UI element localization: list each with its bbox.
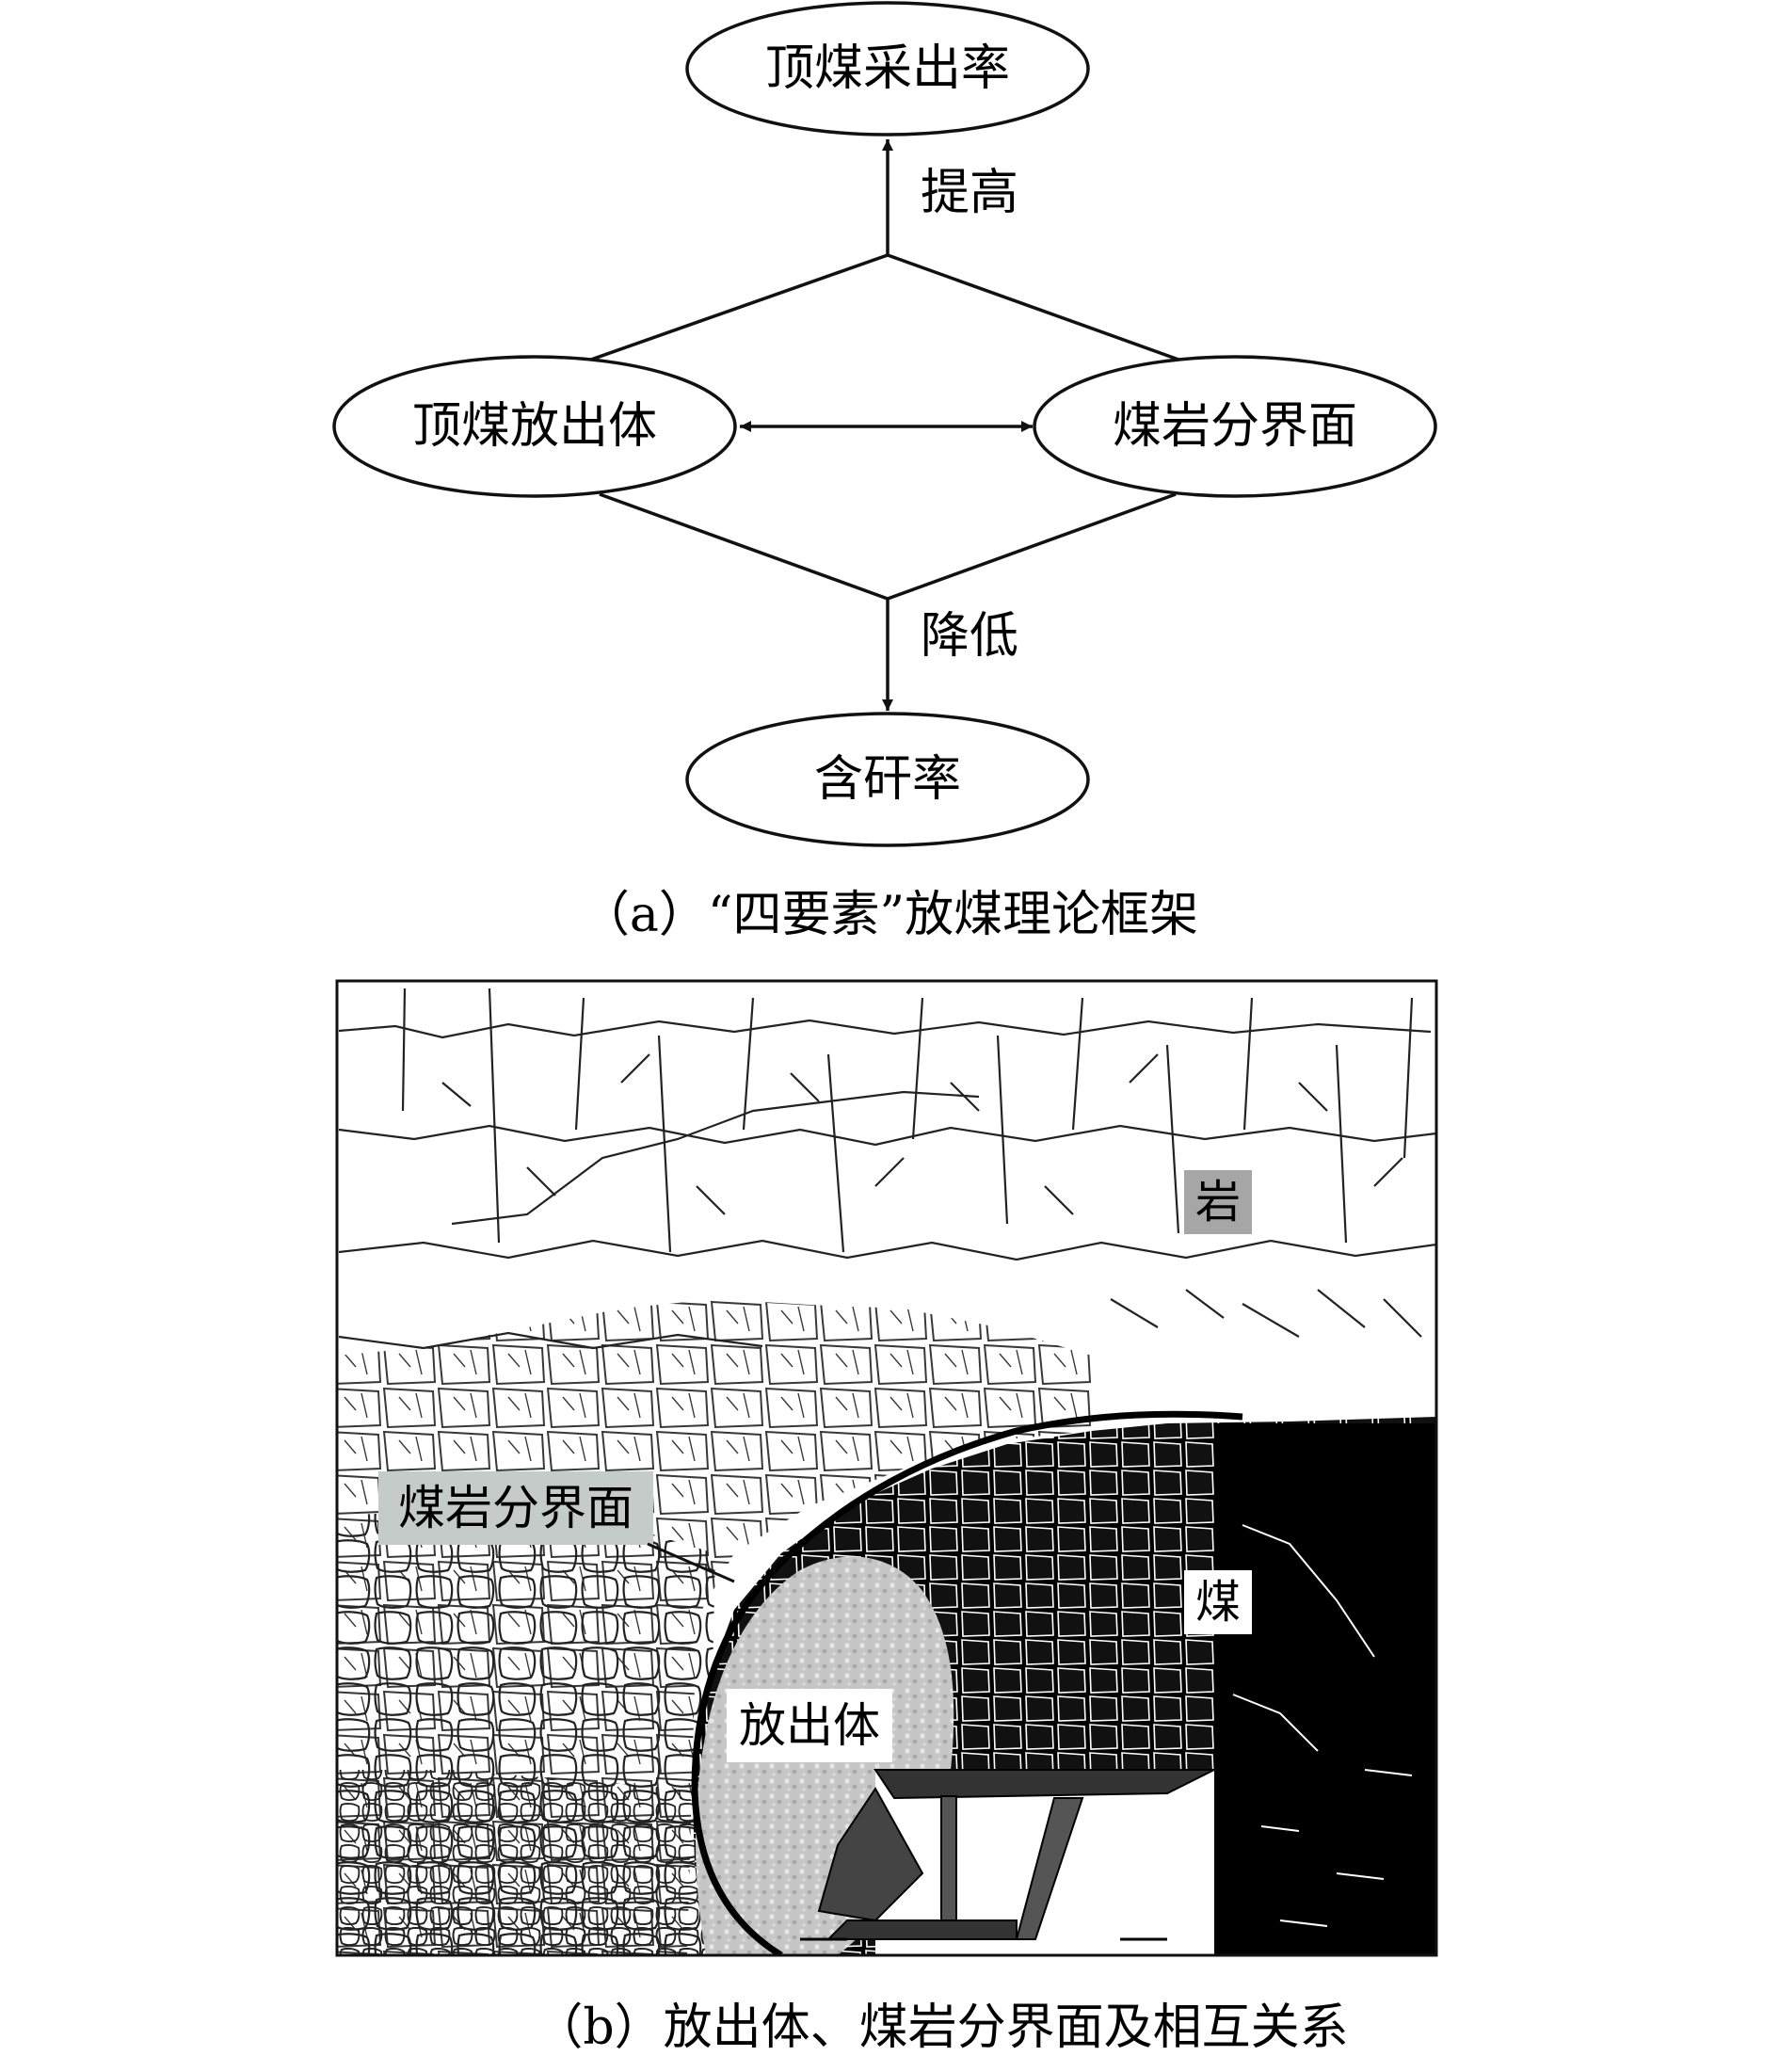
label-draw-body: 放出体 <box>727 1689 892 1762</box>
label-rock: 岩 <box>1184 1170 1252 1234</box>
node-right-label: 煤岩分界面 <box>1113 398 1357 455</box>
label-interface-text: 煤岩分界面 <box>398 1481 633 1535</box>
edge-label-up: 提高 <box>921 165 1018 221</box>
diamond-lower-edges <box>599 492 1177 601</box>
floor-debris <box>337 1916 751 1955</box>
interface-leader-line <box>647 1542 735 1583</box>
hydraulic-support <box>800 1769 1215 1941</box>
node-coal-rock-interface: 煤岩分界面 <box>1033 355 1437 498</box>
node-gangue-rate: 含矸率 <box>685 712 1090 847</box>
caption-a: （a）“四要素”放煤理论框架 <box>581 887 1198 943</box>
caption-b: （b）放出体、煤岩分界面及相互关系 <box>534 2000 1348 2056</box>
diamond-upper-edges <box>587 253 1182 362</box>
panel-a-framework: 顶煤采出率 顶煤放出体 煤岩分界面 含矸率 提高 降低 （a）“四要素”放煤理论… <box>332 1 1437 943</box>
panel-b-illustration: 岩 煤 煤岩分界面 放出体 （b）放出体、煤岩分界面及相互关系 <box>335 979 1438 2056</box>
node-top-coal-draw-body: 顶煤放出体 <box>332 355 737 498</box>
label-coal-text: 煤 <box>1195 1576 1241 1629</box>
interface-boundary <box>691 1410 1243 1955</box>
label-draw-body-text: 放出体 <box>739 1698 880 1753</box>
fine-rubble-zone <box>337 1770 753 1955</box>
label-rock-text: 岩 <box>1195 1176 1241 1229</box>
node-left-label: 顶煤放出体 <box>412 398 657 455</box>
coal-cracks <box>1232 1524 1413 1927</box>
node-top-coal-recovery: 顶煤采出率 <box>685 1 1090 137</box>
solid-coal <box>1214 1423 1436 1955</box>
node-top-label: 顶煤采出率 <box>765 40 1010 97</box>
edge-label-down: 降低 <box>921 608 1018 665</box>
label-interface: 煤岩分界面 <box>378 1471 653 1545</box>
panel-b-frame <box>335 979 1438 1957</box>
node-bottom-label: 含矸率 <box>814 751 961 808</box>
label-coal: 煤 <box>1184 1570 1252 1634</box>
